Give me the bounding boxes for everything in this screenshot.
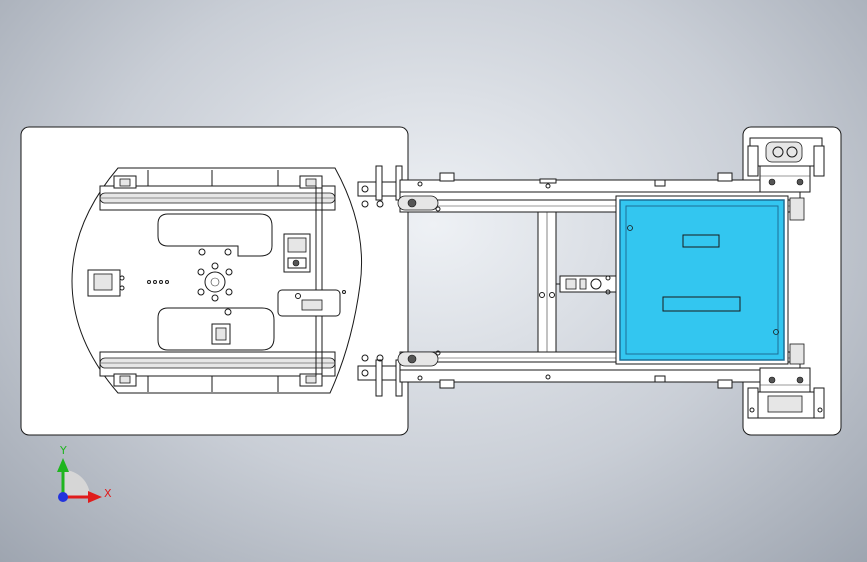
chassis-outline — [71, 167, 363, 394]
right-upper-assembly — [747, 137, 825, 221]
lower-slot — [157, 307, 275, 351]
blue-tray[interactable] — [615, 195, 789, 365]
controller-box — [283, 233, 311, 273]
x-axis-label: X — [104, 487, 112, 500]
z-axis-dot-icon — [58, 492, 68, 502]
left-base-plate[interactable] — [20, 126, 409, 436]
sensor-unit — [277, 289, 346, 317]
left-bracket — [87, 269, 169, 297]
lower-joint — [357, 354, 403, 397]
actuator — [556, 275, 617, 295]
right-lower-assembly — [747, 343, 825, 419]
y-axis-label: Y — [59, 444, 67, 457]
coordinate-triad: Y X — [57, 444, 112, 503]
support-column — [537, 211, 557, 353]
lower-track-left — [99, 351, 336, 392]
center-flange — [197, 248, 233, 316]
center-bracket — [211, 323, 231, 345]
upper-track-left — [99, 170, 336, 211]
upper-slot — [157, 213, 273, 257]
